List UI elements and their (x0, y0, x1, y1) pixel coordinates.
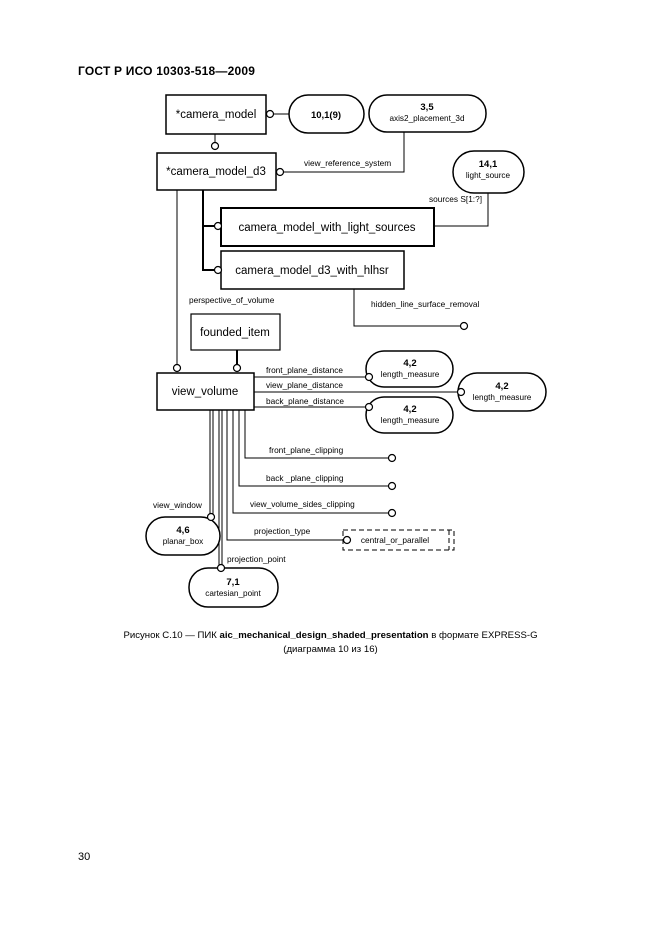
relation-end-circle (364, 402, 374, 412)
relation-end-circle (275, 167, 285, 177)
relation-end-circle (364, 372, 374, 382)
relation-label: view_window (153, 500, 203, 510)
relation-label: projection_point (227, 554, 286, 564)
relation-label: sources S[1:?] (429, 194, 482, 204)
relation-label: projection_type (254, 526, 311, 536)
relation-label: view_plane_distance (266, 380, 343, 390)
ref-length-measure-front (365, 350, 454, 388)
ref-length-measure-back (365, 396, 454, 434)
relation-label: view_reference_system (304, 158, 391, 168)
ref-planar-box (145, 516, 221, 556)
relation-label: view_volume_sides_clipping (250, 499, 355, 509)
document-header: ГОСТ Р ИСО 10303-518—2009 (78, 64, 256, 78)
relation-end-circle (172, 363, 182, 373)
ref-number: 4,6 (176, 525, 189, 536)
relation-end-circle (342, 535, 352, 545)
ref-number: 4,2 (403, 358, 416, 369)
relation-line (434, 193, 489, 227)
ref-cartesian-point (188, 567, 279, 608)
relation-end-circle (265, 109, 275, 119)
entity-camera-model-d3-with-hlhsr (220, 250, 405, 290)
relation-label: front_plane_distance (266, 365, 343, 375)
relation-end-circle (456, 387, 466, 397)
relation-end-circle (387, 453, 397, 463)
relation-end-circle (213, 265, 223, 275)
ref-name: length_measure (473, 393, 532, 402)
figure-caption: Рисунок С.10 — ПИК aic_mechanical_design… (0, 629, 661, 657)
ref-name: cartesian_point (205, 589, 261, 598)
relation-line (202, 190, 216, 271)
relation-line (244, 410, 388, 459)
page-number: 30 (78, 851, 91, 863)
relation-label: back _plane_clipping (266, 473, 344, 483)
caption-line2: (диаграмма 10 из 16) (283, 644, 378, 655)
ref-number: 4,2 (403, 404, 416, 415)
relation-label: back_plane_distance (266, 396, 344, 406)
relation-end-circle (387, 481, 397, 491)
relation-label: perspective_of_volume (189, 295, 275, 305)
caption-prefix: Рисунок С.10 — ПИК (123, 630, 217, 641)
relation-end-circle (232, 363, 242, 373)
entity-label: view_volume (172, 386, 238, 398)
ref-number: 3,5 (420, 102, 434, 113)
ref-axis2-placement-3d (368, 94, 487, 133)
relation-end-circle (210, 141, 220, 151)
relation-end-circle (216, 563, 226, 573)
relation-line (226, 410, 343, 541)
entity-camera-model-d3 (156, 152, 277, 191)
ref-10-1 (288, 94, 365, 134)
entity-view-volume (156, 372, 255, 411)
relation-label: front_plane_clipping (269, 445, 344, 455)
relation-end-circle (387, 508, 397, 518)
entity-label: camera_model_d3_with_hlhsr (235, 265, 389, 277)
entity-label: *camera_model (176, 109, 257, 121)
ref-number: 10,1(9) (311, 110, 341, 121)
ref-name: light_source (466, 171, 511, 180)
ref-number: 4,2 (495, 381, 508, 392)
entity-camera-model-with-light-sources (220, 207, 435, 247)
relation-end-circle (213, 221, 223, 231)
entity-label: founded_item (200, 327, 270, 339)
relation-line (238, 410, 388, 487)
caption-schema: aic_mechanical_design_shaded_presentatio… (219, 630, 429, 641)
type-label: central_or_parallel (361, 535, 429, 545)
ref-number: 7,1 (226, 577, 240, 588)
ref-name: length_measure (381, 370, 440, 379)
relation-end-circle (459, 321, 469, 331)
ref-light-source (452, 150, 525, 194)
relation-label: hidden_line_surface_removal (371, 299, 480, 309)
ref-number: 14,1 (479, 159, 498, 170)
ref-name: axis2_placement_3d (389, 114, 465, 123)
relation-line (276, 132, 405, 173)
ref-name: length_measure (381, 416, 440, 425)
entity-label: camera_model_with_light_sources (238, 222, 415, 234)
ref-length-measure-view (457, 372, 547, 412)
relation-end-circle (206, 512, 216, 522)
entity-founded-item (190, 313, 281, 351)
relation-line (353, 289, 460, 327)
caption-suffix: в формате EXPRESS-G (431, 630, 538, 641)
entity-label: *camera_model_d3 (166, 166, 266, 178)
ref-name: planar_box (163, 537, 204, 546)
relation-line (232, 410, 388, 514)
